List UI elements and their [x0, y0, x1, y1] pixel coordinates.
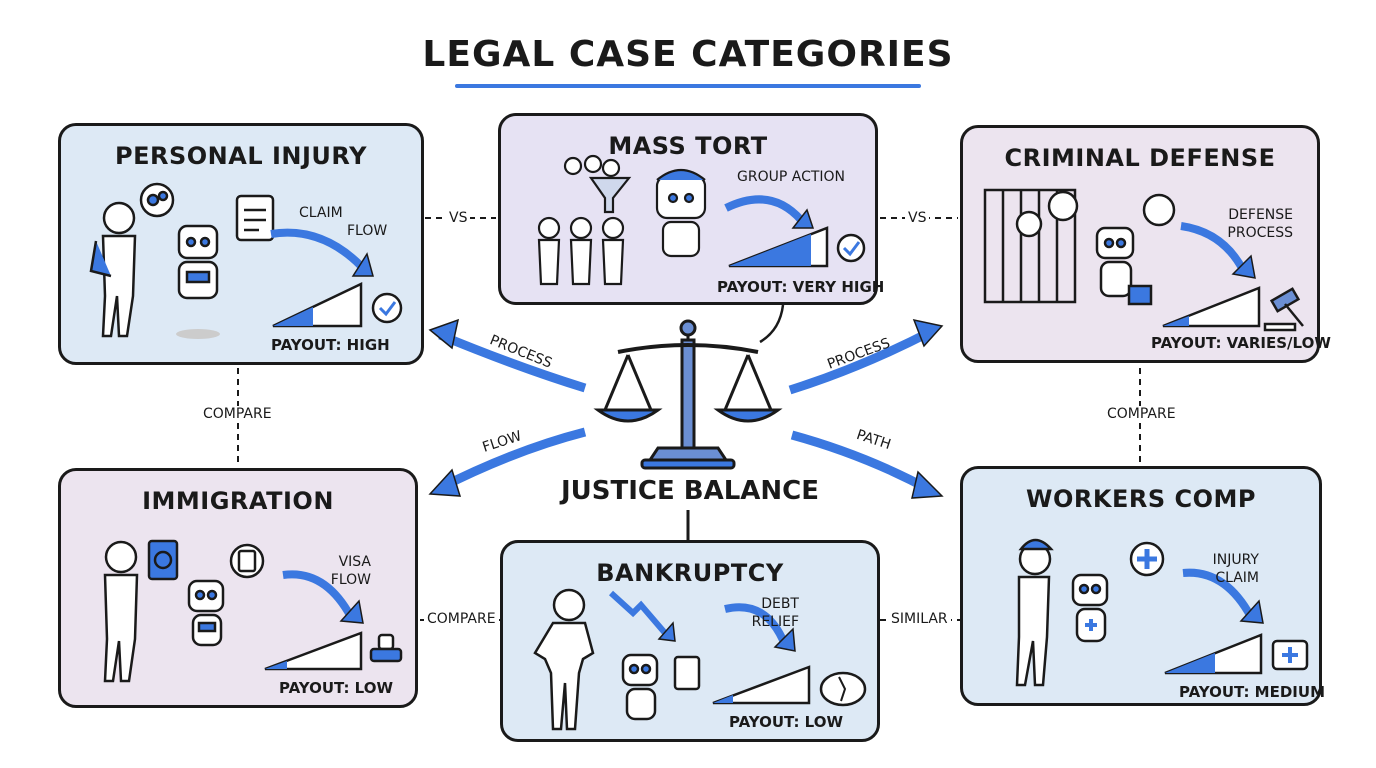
note-workers-comp-line2: CLAIM: [1215, 570, 1259, 586]
panel-title-mass-tort: MASS TORT: [608, 132, 768, 160]
page-title: LEGAL CASE CATEGORIES: [422, 34, 954, 75]
panel-criminal-defense: CRIMINAL DEFENSE: [960, 125, 1331, 363]
note-bankruptcy-line2: RELIEF: [751, 614, 799, 630]
person-head: [102, 201, 136, 235]
note-bankruptcy-line1: DEBT: [761, 596, 799, 612]
arrow-flow-left: [437, 427, 587, 493]
note-immigration-line1: VISA: [338, 554, 371, 570]
panel-title-workers-comp: WORKERS COMP: [1026, 485, 1256, 513]
payout-immigration: PAYOUT: LOW: [279, 679, 394, 697]
payout-criminal-defense: PAYOUT: VARIES/LOW: [1151, 334, 1331, 352]
bankruptcy-illustration: [533, 588, 867, 731]
note-mass-tort: GROUP ACTION: [737, 169, 846, 185]
process-arrows: [428, 318, 944, 499]
criminal-defense-illustration: [983, 188, 1304, 332]
note-personal-injury-line2: FLOW: [347, 223, 388, 239]
payout-mass-tort: PAYOUT: VERY HIGH: [717, 278, 885, 296]
connector-label-compare-right: COMPARE: [1104, 406, 1179, 422]
note-criminal-defense-line1: DEFENSE: [1228, 207, 1293, 223]
panel-immigration: IMMIGRATION VISA F: [58, 468, 418, 708]
panel-title-personal-injury: PERSONAL INJURY: [115, 142, 367, 170]
note-personal-injury-line1: CLAIM: [299, 205, 343, 221]
connector-label-vs-left: VS: [446, 210, 471, 226]
connector-label-similar-bottom: SIMILAR: [888, 611, 951, 627]
center-label-justice-balance: JUSTICE BALANCE: [560, 476, 820, 506]
mass-tort-scale-link: [759, 304, 785, 344]
title-underline: [455, 84, 921, 88]
panel-title-bankruptcy: BANKRUPTCY: [596, 559, 784, 587]
immigration-illustration: [103, 539, 403, 683]
justice-scale-icon: [593, 319, 783, 470]
note-criminal-defense-line2: PROCESS: [1227, 225, 1293, 241]
payout-personal-injury: PAYOUT: HIGH: [271, 336, 390, 354]
arrow-path-right: [790, 430, 933, 494]
panel-mass-tort: MASS TORT GROUP ACTION PAYOUT: VERY HIGH: [498, 113, 884, 305]
arrow-process-right: [788, 327, 933, 395]
arrow-process-left: [438, 330, 587, 393]
connector-label-compare-bottom: COMPARE: [424, 611, 499, 627]
panel-personal-injury: PERSONAL INJURY: [58, 123, 424, 365]
personal-injury-illustration: [89, 182, 403, 339]
panel-workers-comp: WORKERS COMP INJURY CLAIM PAYOUT: MEDIUM: [960, 466, 1325, 706]
panel-bankruptcy: BANKRUPTCY DEBT RELIEF PAYOUT: LOW: [500, 540, 880, 742]
mass-tort-illustration: [537, 154, 866, 286]
panel-title-criminal-defense: CRIMINAL DEFENSE: [1004, 144, 1276, 172]
connector-label-compare-left: COMPARE: [200, 406, 275, 422]
workers-comp-illustration: [1015, 538, 1309, 687]
connector-label-vs-right: VS: [905, 210, 930, 226]
note-workers-comp-line1: INJURY: [1212, 552, 1259, 568]
note-immigration-line2: FLOW: [330, 572, 371, 588]
panel-title-immigration: IMMIGRATION: [142, 487, 334, 515]
payout-workers-comp: PAYOUT: MEDIUM: [1179, 683, 1325, 701]
payout-bankruptcy: PAYOUT: LOW: [729, 713, 844, 731]
